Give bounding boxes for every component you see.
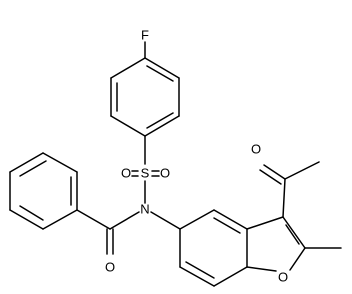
bond-furan-4	[246, 266, 277, 272]
atom-nitrogen: N	[140, 202, 149, 217]
bond-acetyl-co-b	[259, 169, 282, 185]
bond-ring-acetyl	[282, 178, 286, 218]
atom-labels: F S O O N O O O	[105, 28, 288, 285]
bond-acetyl-methyl	[284, 161, 320, 180]
bond-fluorophenyl-inner-1	[146, 65, 174, 82]
bond-benzofuran-5	[179, 266, 215, 287]
bond-fluorophenyl-3	[144, 115, 180, 137]
atom-sulfonyl-oxygen-right: O	[160, 166, 170, 181]
bond-phenyl-2	[42, 152, 78, 173]
bond-benzofuran-inner-2	[185, 261, 215, 279]
bond-furan-2	[282, 216, 306, 249]
bond-phenyl-inner-2	[19, 160, 47, 177]
bond-n-benzofuran	[150, 211, 181, 230]
bond-furan-1	[246, 216, 284, 230]
bond-n-carbonyl	[109, 211, 140, 230]
bond-benzofuran-1	[179, 209, 215, 230]
atom-sulfur: S	[141, 166, 150, 181]
bond-phenyl-5	[9, 209, 44, 230]
bond-fluorophenyl-1	[144, 57, 180, 79]
bond-benzofuran-2	[213, 209, 248, 230]
bond-furan-inner	[285, 224, 300, 245]
bond-phenyl-inner-3	[19, 205, 44, 221]
bond-benzofuran-4	[213, 266, 248, 287]
bond-carbonyl-phenyl	[76, 209, 111, 230]
bond-phenyl-3	[9, 152, 44, 173]
atom-sulfonyl-oxygen-left: O	[121, 166, 131, 181]
bond-furan-3	[289, 247, 306, 271]
atom-amide-oxygen: O	[105, 260, 115, 275]
bond-phenyl-6	[42, 209, 78, 230]
atom-fluorine: F	[141, 28, 149, 43]
bond-acetyl-co-a	[263, 164, 286, 180]
atom-furan-oxygen: O	[278, 270, 288, 285]
atom-acetyl-oxygen: O	[251, 142, 261, 157]
bond-fluorophenyl-4	[110, 115, 146, 137]
bond-benzofuran-inner-1	[213, 217, 241, 234]
bond-fluorophenyl-6	[110, 57, 146, 79]
bond-layer	[9, 41, 342, 287]
bond-fluorophenyl-inner-2	[146, 112, 174, 129]
